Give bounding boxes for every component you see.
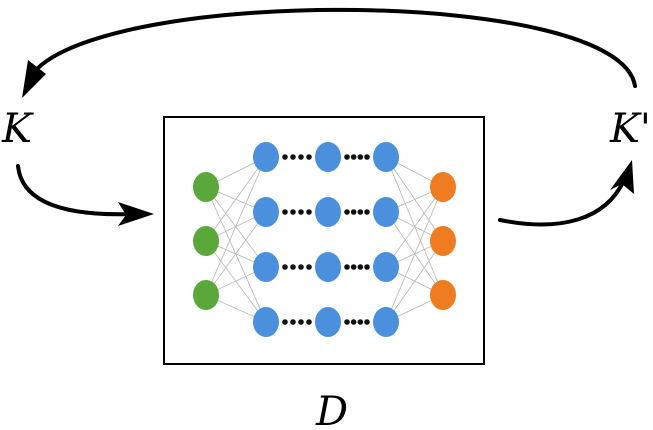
network-edge	[205, 186, 267, 323]
network-nodes	[193, 142, 456, 337]
output-label: K'	[609, 106, 651, 152]
network-edge	[385, 240, 444, 323]
output-node	[430, 226, 456, 256]
hidden-node	[315, 142, 341, 172]
ellipsis-dot	[282, 154, 288, 160]
ellipsis-dot	[350, 319, 357, 325]
ellipsis-dot	[344, 154, 350, 160]
ellipsis-dot	[290, 154, 296, 160]
ellipsis-dot	[290, 264, 296, 270]
layer-ellipsis	[282, 154, 370, 325]
ellipsis-dot	[344, 264, 350, 270]
ellipsis-dot	[364, 154, 370, 160]
hidden-node	[315, 252, 341, 282]
ellipsis-dot	[350, 264, 357, 270]
ellipsis-dot	[364, 264, 370, 270]
output-node	[430, 172, 456, 202]
network-edge	[385, 156, 444, 296]
hidden-node	[373, 197, 399, 227]
ellipsis-dot	[298, 319, 304, 325]
feedback-arrow	[32, 7, 637, 88]
ellipsis-dot	[298, 264, 304, 270]
ellipsis-dot	[364, 319, 370, 325]
ellipsis-dot	[357, 209, 364, 215]
ellipsis-dot	[357, 319, 364, 325]
hidden-node	[315, 197, 341, 227]
network-edge	[205, 156, 267, 242]
network-edge	[385, 186, 444, 323]
ellipsis-dot	[298, 209, 304, 215]
ellipsis-dot	[290, 209, 296, 215]
hidden-node	[253, 252, 279, 282]
hidden-node	[253, 142, 279, 172]
hidden-node	[373, 307, 399, 337]
ellipsis-dot	[344, 319, 350, 325]
output-node	[430, 280, 456, 310]
ellipsis-dot	[290, 319, 296, 325]
output-arrowhead	[610, 160, 634, 194]
input-arrow	[16, 164, 134, 217]
ellipsis-dot	[350, 209, 357, 215]
ellipsis-dot	[282, 264, 288, 270]
hidden-node	[253, 307, 279, 337]
ellipsis-dot	[357, 264, 364, 270]
network-edge	[205, 156, 267, 296]
ellipsis-dot	[282, 209, 288, 215]
ellipsis-dot	[306, 319, 312, 325]
hidden-node	[373, 142, 399, 172]
network-edge	[205, 211, 267, 296]
network-label: D	[315, 389, 348, 430]
hidden-node	[373, 252, 399, 282]
ellipsis-dot	[364, 209, 370, 215]
ellipsis-dot	[298, 154, 304, 160]
hidden-node	[315, 307, 341, 337]
network-edge	[385, 186, 444, 268]
ellipsis-dot	[350, 154, 357, 160]
ellipsis-dot	[306, 209, 312, 215]
ellipsis-dot	[344, 209, 350, 215]
input-node	[193, 280, 219, 310]
ellipsis-dot	[282, 319, 288, 325]
ellipsis-dot	[357, 154, 364, 160]
ellipsis-dot	[306, 154, 312, 160]
input-arrowhead	[118, 202, 154, 226]
feedback-arrowhead	[22, 60, 46, 98]
hidden-node	[253, 197, 279, 227]
input-node	[193, 226, 219, 256]
output-arrow	[498, 178, 626, 227]
ellipsis-dot	[306, 264, 312, 270]
input-node	[193, 172, 219, 202]
input-label: K	[1, 106, 34, 152]
network-edge	[385, 156, 444, 242]
network-edge	[205, 240, 267, 323]
